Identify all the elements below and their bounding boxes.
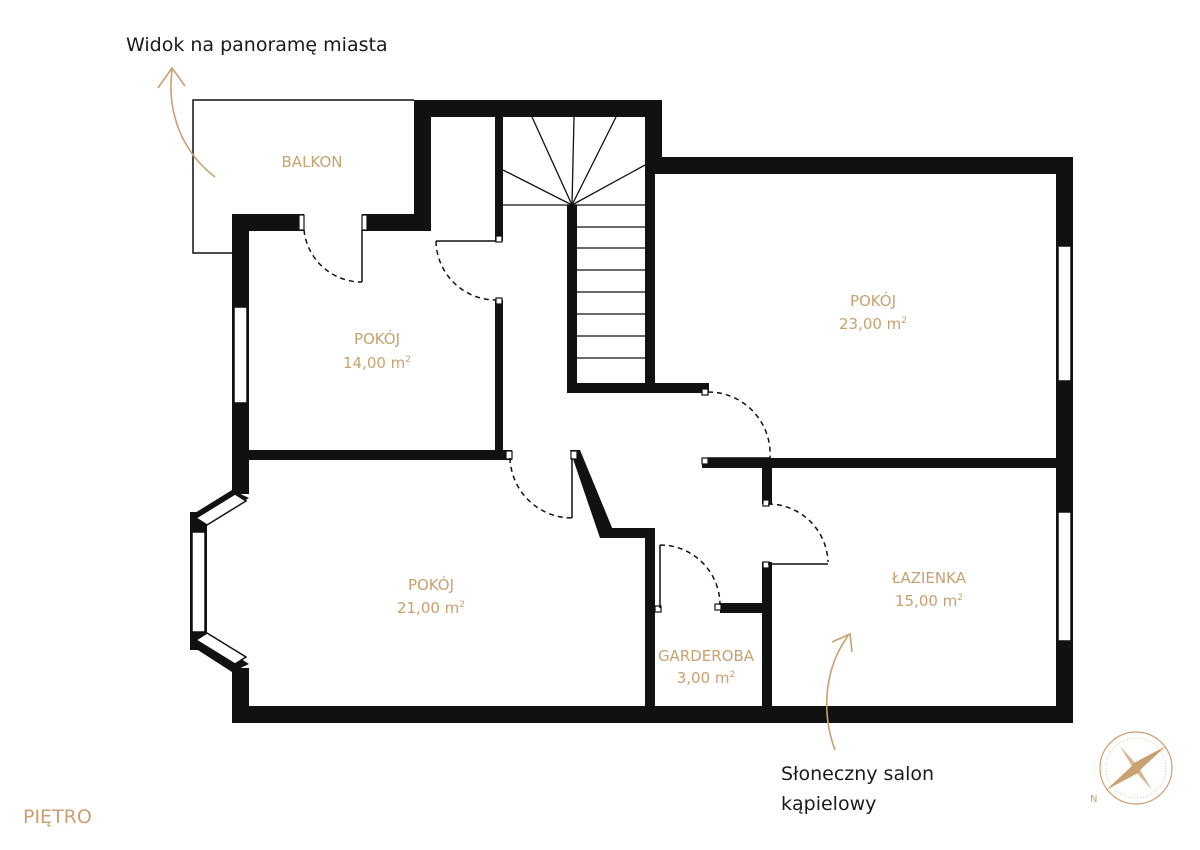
room-name-pokoj-14: POKÓJ — [354, 329, 400, 348]
view-arrow-bottom-icon — [825, 635, 849, 751]
room-area-pokoj-23: 23,00 m2 — [839, 315, 907, 333]
room-name-garderoba: GARDEROBA — [658, 647, 755, 665]
room-name-pokoj-21: POKÓJ — [408, 575, 454, 594]
compass-rose-icon: N — [1090, 731, 1173, 805]
annotations: Widok na panoramę miasta Słoneczny salon… — [23, 34, 934, 828]
room-name-balkon: BALKON — [282, 153, 343, 171]
doors — [303, 229, 829, 608]
view-arrow-top-icon — [170, 69, 216, 178]
room-area-lazienka: 15,00 m2 — [895, 592, 963, 610]
windows — [191, 245, 1072, 665]
staircase — [502, 116, 646, 359]
annotation-top: Widok na panoramę miasta — [126, 34, 388, 56]
door-jambs — [298, 214, 770, 613]
room-area-pokoj-21: 21,00 m2 — [397, 599, 465, 617]
view-arrows — [157, 66, 853, 751]
room-area-pokoj-14: 14,00 m2 — [343, 354, 411, 372]
walls — [190, 100, 1073, 723]
compass-north-label: N — [1090, 794, 1097, 805]
room-name-pokoj-23: POKÓJ — [850, 291, 896, 310]
annotation-bottom-line2: kąpielowy — [781, 793, 876, 815]
room-name-lazienka: ŁAZIENKA — [891, 569, 967, 587]
room-area-garderoba: 3,00 m2 — [677, 669, 736, 687]
floor-label: PIĘTRO — [23, 806, 92, 828]
annotation-bottom-line1: Słoneczny salon — [781, 763, 934, 785]
room-labels: BALKON POKÓJ 14,00 m2 POKÓJ 23,00 m2 POK… — [282, 153, 967, 687]
balcony — [192, 99, 414, 254]
